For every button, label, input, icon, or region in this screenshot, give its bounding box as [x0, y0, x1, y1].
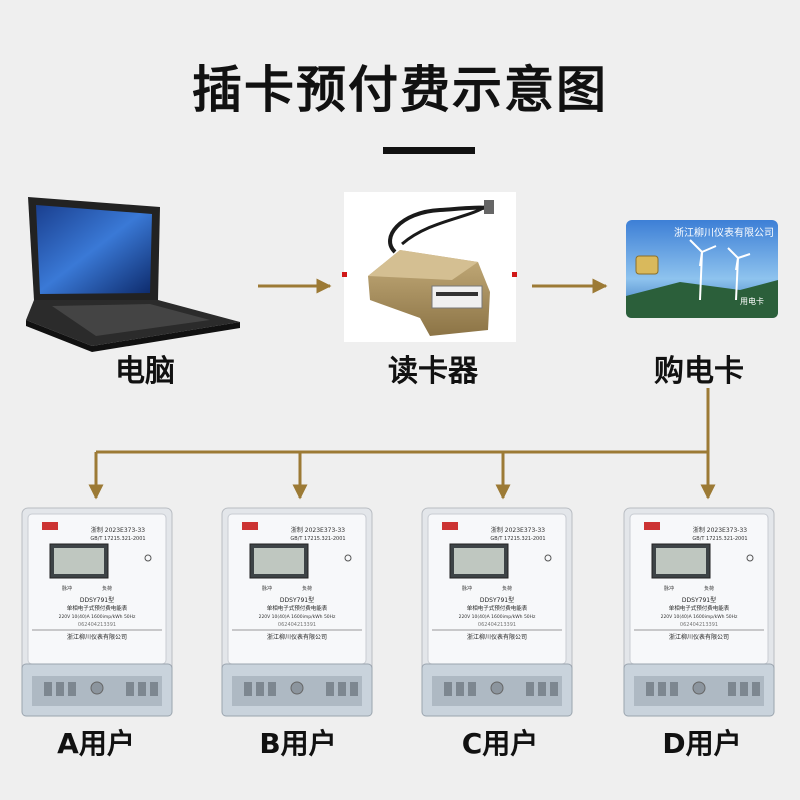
meter-approval-text: 浙制 2023E373-33 [491, 526, 545, 534]
meter-specs-text: 220V 10(40)A 1600imp/kWh 50Hz [59, 614, 136, 620]
meter-maker-text: 浙江柳川仪表有限公司 [267, 633, 327, 641]
card-reader-icon [344, 192, 516, 342]
user-a-label: A用户 [57, 727, 135, 760]
meter-standard-text: GB/T 17215.321-2001 [692, 536, 747, 542]
meter-model-text: DDSY791型 [80, 596, 114, 604]
meter-name-text: 单相电子式预付费电能表 [467, 604, 528, 612]
prepaid-card-icon: 浙江柳川仪表有限公司 用电卡 [626, 220, 778, 318]
meter-standard-text: GB/T 17215.321-2001 [290, 536, 345, 542]
meter-name-text: 单相电子式预付费电能表 [669, 604, 730, 612]
meter-model-text: DDSY791型 [480, 596, 514, 604]
meter-maker-text: 浙江柳川仪表有限公司 [67, 633, 127, 641]
card-reader-label: 读卡器 [388, 354, 478, 389]
meter-approval-text: 浙制 2023E373-33 [91, 526, 145, 534]
distribution-lines [88, 388, 716, 500]
meter-serial-text: 062404213391 [278, 622, 316, 628]
user-c-label: C用户 [461, 727, 539, 760]
computer-label: 电脑 [115, 354, 175, 389]
meter-approval-text: 浙制 2023E373-33 [291, 526, 345, 534]
meter-specs-text: 220V 10(40)A 1600imp/kWh 50Hz [459, 614, 536, 620]
title-underline [383, 147, 475, 154]
card-company-text: 浙江柳川仪表有限公司 [674, 226, 774, 239]
meter-serial-text: 062404213391 [78, 622, 116, 628]
meter-specs-text: 220V 10(40)A 1600imp/kWh 50Hz [661, 614, 738, 620]
meter-load-text: 负荷 [102, 585, 112, 592]
meter-pulse-text: 脉冲 [664, 585, 674, 592]
meter-pulse-text: 脉冲 [462, 585, 472, 592]
meter-load-text: 负荷 [704, 585, 714, 592]
diagram-title: 插卡预付费示意图 [192, 61, 608, 119]
meter-name-text: 单相电子式预付费电能表 [67, 604, 128, 612]
meter-model-text: DDSY791型 [682, 596, 716, 604]
meter-pulse-text: 脉冲 [62, 585, 72, 592]
meter-maker-text: 浙江柳川仪表有限公司 [669, 633, 729, 641]
card-type-text: 用电卡 [740, 296, 764, 306]
meter-pulse-text: 脉冲 [262, 585, 272, 592]
prepaid-card-label: 购电卡 [654, 354, 744, 389]
user-d-label: D用户 [662, 727, 742, 760]
meter-approval-text: 浙制 2023E373-33 [693, 526, 747, 534]
user-b-label: B用户 [259, 727, 337, 760]
meter-serial-text: 062404213391 [478, 622, 516, 628]
meter-standard-text: GB/T 17215.321-2001 [490, 536, 545, 542]
meter-name-text: 单相电子式预付费电能表 [267, 604, 328, 612]
meter-standard-text: GB/T 17215.321-2001 [90, 536, 145, 542]
meter-specs-text: 220V 10(40)A 1600imp/kWh 50Hz [259, 614, 336, 620]
laptop-icon [26, 197, 240, 352]
meter-serial-text: 062404213391 [680, 622, 718, 628]
meter-maker-text: 浙江柳川仪表有限公司 [467, 633, 527, 641]
meter-model-text: DDSY791型 [280, 596, 314, 604]
meter-load-text: 负荷 [302, 585, 312, 592]
meter-load-text: 负荷 [502, 585, 512, 592]
